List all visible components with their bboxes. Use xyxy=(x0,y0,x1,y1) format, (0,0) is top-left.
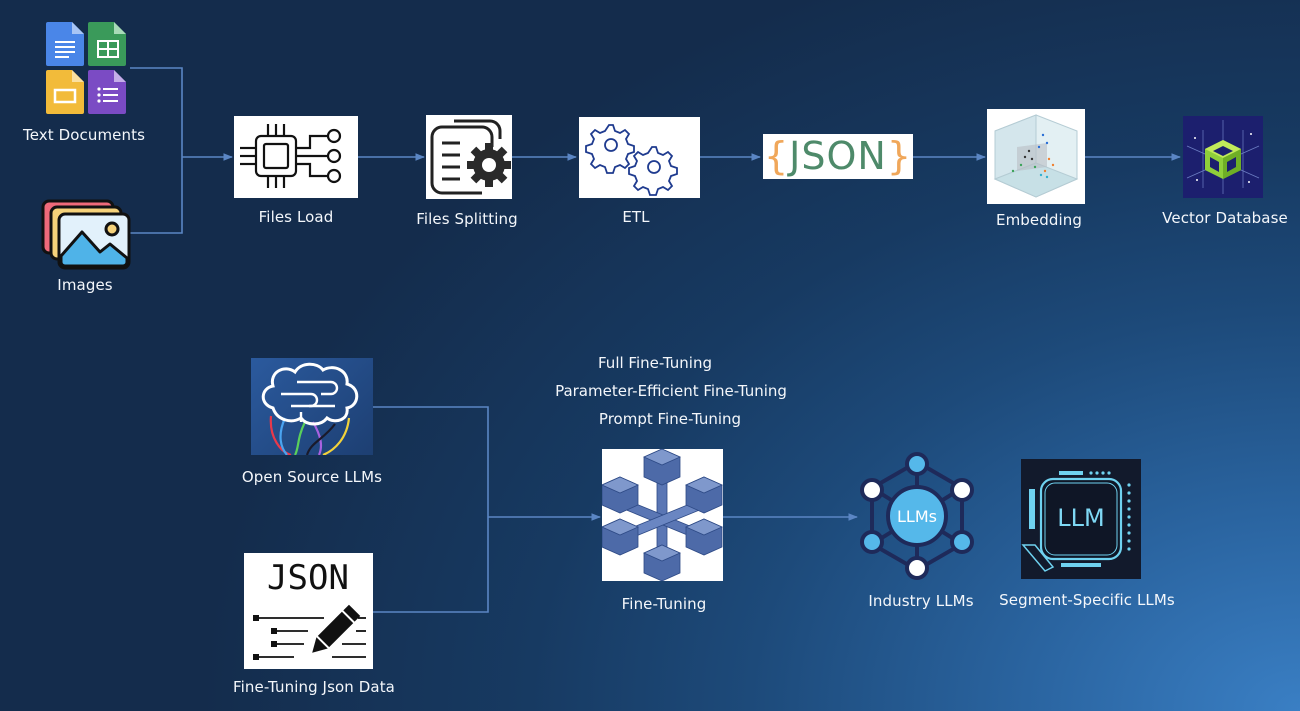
vector-cube-icon xyxy=(1186,120,1260,194)
method-parameter-efficient-fine-tuning: Parameter-Efficient Fine-Tuning xyxy=(555,382,787,400)
google-docs-suite-icon xyxy=(46,22,126,114)
node-files-splitting xyxy=(426,115,512,199)
node-json: {JSON} xyxy=(763,134,913,179)
chip-circuit-icon xyxy=(240,124,342,188)
brain-wires-icon xyxy=(261,362,359,457)
label-segment-specific-llms: Segment-Specific LLMs xyxy=(999,591,1175,609)
images-stack-icon xyxy=(41,199,131,270)
node-images xyxy=(40,196,132,272)
label-industry-llms: Industry LLMs xyxy=(868,592,974,610)
label-images: Images xyxy=(57,276,113,294)
node-files-load xyxy=(234,116,358,198)
label-files-load: Files Load xyxy=(258,208,334,226)
node-fine-tuning-json-data: JSON xyxy=(244,553,373,669)
method-full-fine-tuning: Full Fine-Tuning xyxy=(598,354,712,372)
node-etl xyxy=(579,117,700,198)
node-segment-specific-llms: LLM xyxy=(1021,459,1141,579)
label-fine-tuning-json-data: Fine-Tuning Json Data xyxy=(233,678,395,696)
gears-icon xyxy=(585,124,678,196)
llm-network-icon: LLMs xyxy=(860,452,974,580)
label-etl: ETL xyxy=(622,208,650,226)
document-gear-icon xyxy=(430,119,511,195)
label-vector-database: Vector Database xyxy=(1162,209,1288,227)
method-prompt-fine-tuning: Prompt Fine-Tuning xyxy=(598,410,742,428)
label-fine-tuning: Fine-Tuning xyxy=(621,595,707,613)
json-braces-icon: {JSON} xyxy=(763,134,913,178)
label-embedding: Embedding xyxy=(996,211,1082,229)
llms-badge-text: LLMs xyxy=(897,507,937,526)
llm-chip-text: LLM xyxy=(1057,504,1104,532)
node-vector-database xyxy=(1183,116,1263,198)
label-files-splitting: Files Splitting xyxy=(416,210,518,228)
node-embedding xyxy=(987,109,1085,204)
node-fine-tuning xyxy=(602,449,723,581)
edge-images xyxy=(130,157,183,234)
node-industry-llms: LLMs xyxy=(858,452,976,580)
edge-text-documents xyxy=(130,67,183,157)
node-text-documents xyxy=(46,20,128,116)
edge-fine-tuning-json xyxy=(373,517,489,613)
node-open-source-llms xyxy=(251,358,373,457)
json-pencil-text: JSON xyxy=(267,558,349,598)
cube-network-icon xyxy=(602,449,723,581)
edge-open-source-llms xyxy=(373,406,489,517)
label-text-documents: Text Documents xyxy=(22,126,146,144)
json-text: JSON xyxy=(789,134,887,178)
json-pencil-icon: JSON xyxy=(253,558,366,660)
label-open-source-llms: Open Source LLMs xyxy=(241,468,383,486)
3d-scatter-cube-icon xyxy=(993,114,1079,198)
llm-chip-icon: LLM xyxy=(1021,471,1131,572)
